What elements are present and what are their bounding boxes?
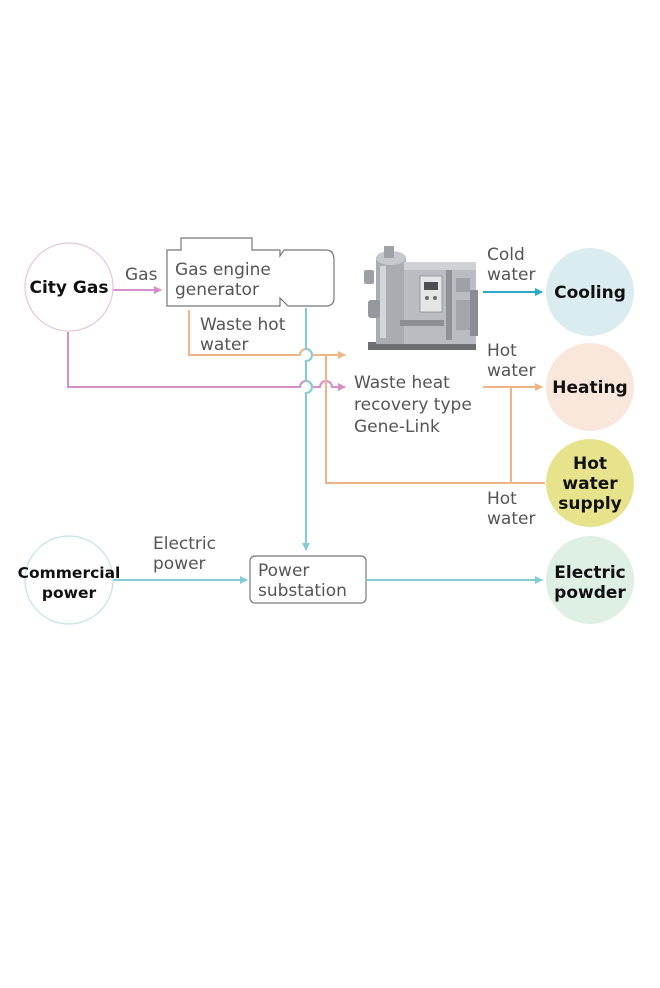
commercial-power-label-line2: power [42, 584, 97, 602]
gene-link-label-line3: Gene-Link [354, 417, 440, 437]
cooling-node: Cooling [546, 248, 634, 336]
hot-water-heating-label-line2: water [487, 361, 535, 381]
gas-engine-generator-label-line2: generator [175, 280, 259, 300]
cooling-label: Cooling [554, 283, 626, 303]
hot-water-heating-label-line1: Hot [487, 341, 517, 361]
commercial-power-node: Commercial power [18, 535, 121, 625]
electric-power-label-line1: Electric [153, 534, 216, 554]
gas-engine-generator-label-line1: Gas engine [175, 260, 271, 280]
cold-water-label-line1: Cold [487, 245, 525, 265]
cold-water-label-line2: water [487, 265, 535, 285]
electric-powder-node: Electric powder [546, 536, 634, 624]
commercial-power-label-line1: Commercial [18, 564, 121, 582]
hot-water-supply-label-line2: water [562, 474, 618, 494]
heating-node: Heating [546, 343, 634, 431]
hot-water-supply-flow-label-line1: Hot [487, 489, 517, 509]
generator-electric-line [302, 308, 313, 551]
hot-water-supply-loop-line [325, 354, 545, 484]
electric-powder-label-line2: powder [554, 583, 626, 603]
electric-powder-label-line1: Electric [554, 563, 625, 583]
hot-water-supply-flow-label-line2: water [487, 509, 535, 529]
hot-water-supply-node: Hot water supply [546, 439, 634, 527]
gene-link-label-line1: Waste heat [354, 373, 450, 393]
city-gas-label: City Gas [30, 278, 109, 298]
city-gas-node: City Gas [24, 242, 114, 332]
electric-power-label-line2: power [153, 554, 206, 574]
hot-water-supply-label-line1: Hot [573, 454, 607, 474]
gas-engine-generator-box: Gas engine generator [166, 237, 335, 307]
gas-flow-label: Gas [125, 265, 158, 285]
power-substation-label-line1: Power [258, 561, 309, 581]
heating-label: Heating [552, 378, 627, 398]
gene-link-label-line2: recovery type [354, 395, 472, 415]
waste-hot-water-label-line2: water [200, 335, 248, 355]
power-substation-box: Power substation [249, 555, 367, 604]
waste-hot-water-label-line1: Waste hot [200, 315, 286, 335]
hot-water-supply-label-line3: supply [558, 494, 621, 514]
power-substation-label-line2: substation [258, 581, 347, 601]
absorption-chiller-unit-icon [364, 246, 478, 350]
